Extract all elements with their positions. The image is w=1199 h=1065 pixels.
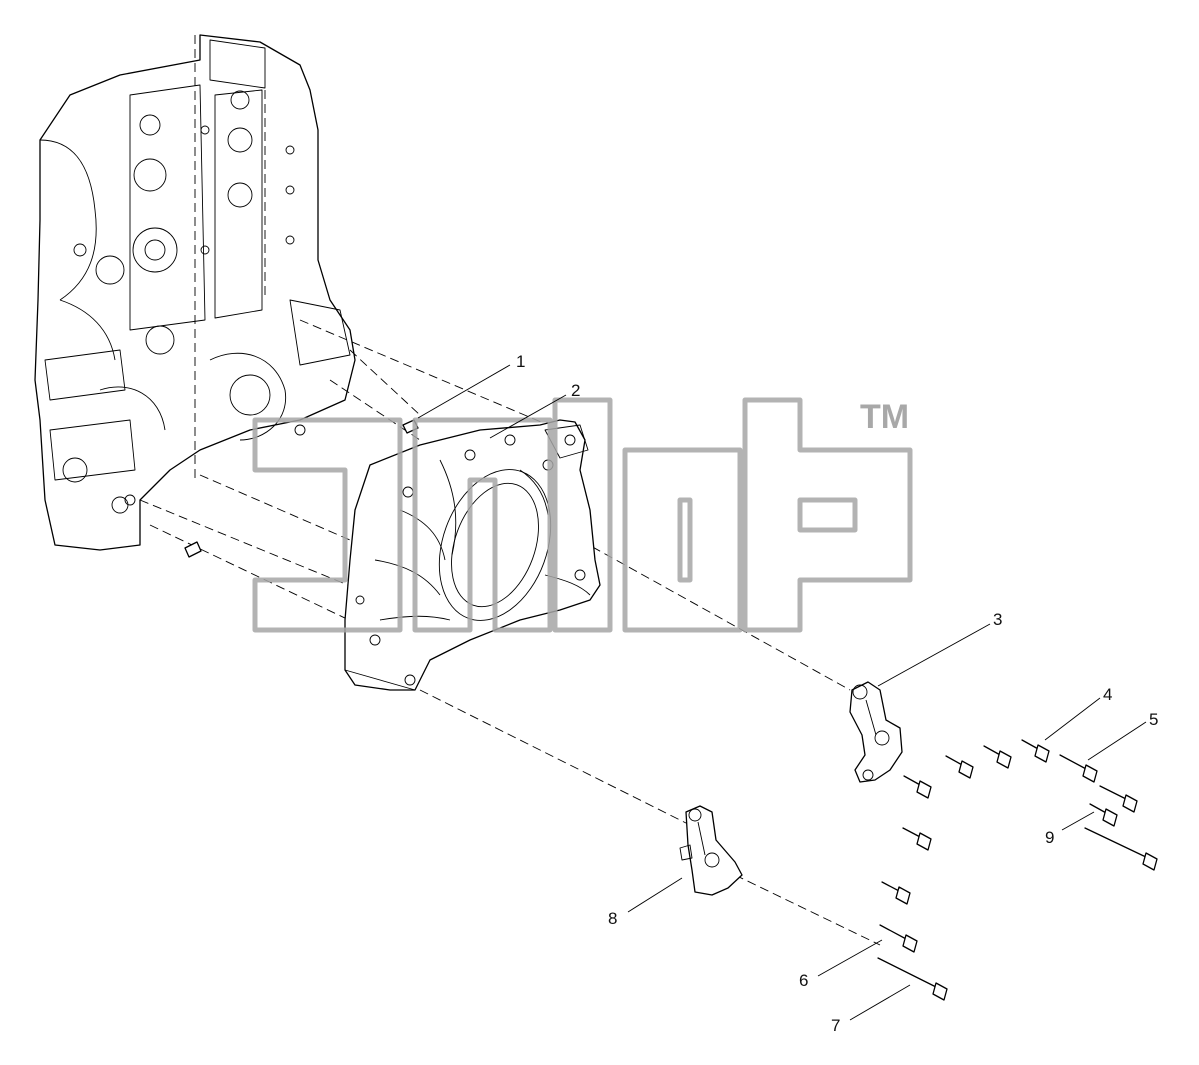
bolt bbox=[1021, 739, 1050, 763]
engine-mount-bracket-upper bbox=[849, 681, 903, 783]
bolt bbox=[881, 881, 911, 905]
bolt bbox=[902, 827, 932, 851]
callout-label: 4 bbox=[1103, 685, 1112, 704]
callout-label: 7 bbox=[831, 1016, 840, 1035]
callout-5: 5 bbox=[1087, 710, 1158, 761]
callout-4: 4 bbox=[1044, 685, 1112, 741]
callout-8: 8 bbox=[608, 877, 683, 928]
callout-label: 1 bbox=[516, 352, 525, 371]
bolt bbox=[1084, 827, 1158, 871]
callout-2: 2 bbox=[489, 381, 580, 439]
bolt bbox=[983, 745, 1012, 769]
callout-6: 6 bbox=[799, 939, 883, 990]
bolt bbox=[877, 957, 948, 1001]
bolt bbox=[1059, 754, 1098, 783]
callout-1: 1 bbox=[417, 352, 525, 419]
engine-mount-bracket-lower bbox=[679, 805, 743, 896]
engine-block bbox=[34, 34, 356, 551]
watermark-logo: TM bbox=[252, 397, 913, 633]
callout-3: 3 bbox=[877, 610, 1002, 687]
bolt bbox=[1089, 803, 1118, 827]
bolt bbox=[903, 775, 932, 799]
callout-label: 9 bbox=[1045, 828, 1054, 847]
bolt bbox=[945, 755, 974, 779]
callout-9: 9 bbox=[1045, 811, 1095, 847]
callout-label: 3 bbox=[993, 610, 1002, 629]
bolt bbox=[879, 924, 918, 953]
bolt-set bbox=[877, 739, 1158, 1001]
callout-label: 5 bbox=[1149, 710, 1158, 729]
watermark-trademark: TM bbox=[860, 398, 909, 436]
callout-label: 2 bbox=[571, 381, 580, 400]
callout-7: 7 bbox=[831, 984, 911, 1035]
callouts: 1 2 3 4 5 6 7 8 bbox=[417, 352, 1158, 1035]
callout-label: 6 bbox=[799, 971, 808, 990]
callout-label: 8 bbox=[608, 909, 617, 928]
bolt bbox=[1099, 785, 1138, 813]
